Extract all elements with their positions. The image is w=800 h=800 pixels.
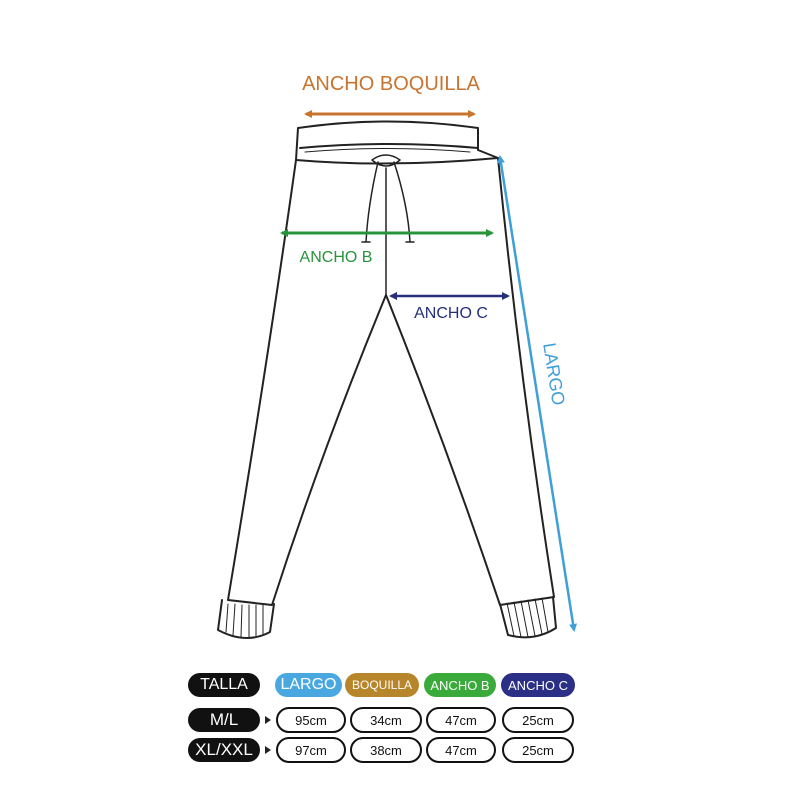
ancho-c-label: ANCHO C <box>414 305 488 322</box>
pants-illustration <box>217 120 557 639</box>
cell-largo: 97cm <box>276 737 346 763</box>
cell-ancho-b: 47cm <box>426 737 496 763</box>
pants-body <box>227 157 555 606</box>
header-talla: TALLA <box>188 673 260 697</box>
drawstring-right <box>393 161 415 243</box>
header-ancho-b: ANCHO B <box>424 673 496 697</box>
row-size-label: M/L <box>188 708 260 732</box>
largo-arrow <box>496 155 578 632</box>
cell-ancho-c: 25cm <box>502 737 574 763</box>
cuff-left <box>217 599 275 639</box>
row-pointer-icon <box>265 716 271 724</box>
cell-largo: 95cm <box>276 707 346 733</box>
header-largo: LARGO <box>275 673 342 697</box>
cell-boquilla: 38cm <box>350 737 422 763</box>
cell-boquilla: 34cm <box>350 707 422 733</box>
cell-ancho-c: 25cm <box>502 707 574 733</box>
largo-label: LARGO <box>539 341 569 406</box>
row-size-label: XL/XXL <box>188 738 260 762</box>
ancho-boquilla-label: ANCHO BOQUILLA <box>302 73 480 95</box>
header-boquilla: BOQUILLA <box>345 673 419 697</box>
cell-ancho-b: 47cm <box>426 707 496 733</box>
row-pointer-icon <box>265 746 271 754</box>
ancho-b-label: ANCHO B <box>300 249 373 266</box>
drawstring-left <box>361 161 379 243</box>
header-ancho-c: ANCHO C <box>501 673 575 697</box>
